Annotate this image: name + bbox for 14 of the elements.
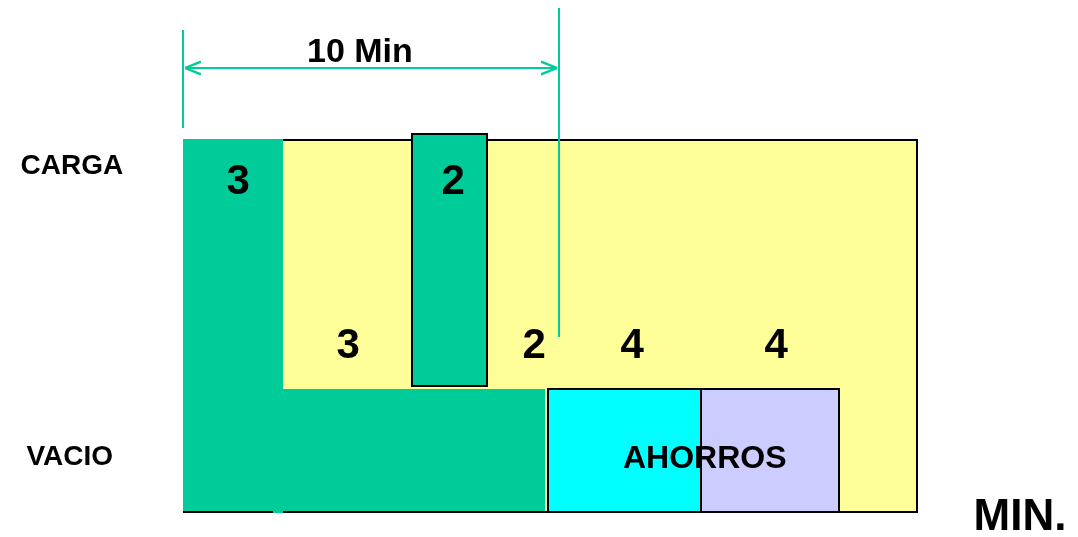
bar-value: 4	[620, 323, 644, 365]
bar-value: 3	[336, 323, 360, 365]
bar-value: 2	[441, 159, 465, 201]
dimension-label: 10 Min	[307, 33, 413, 67]
axis-label: CARGA	[20, 151, 124, 179]
bar-value: 3	[226, 159, 250, 201]
chart-area	[183, 139, 918, 513]
bar-value: 4	[764, 323, 788, 365]
bar-column	[183, 139, 283, 513]
axis-label: VACIO	[26, 442, 114, 470]
bar-value: 2	[522, 323, 546, 365]
savings-bar	[547, 388, 840, 513]
axis-unit-label: MIN.	[973, 493, 1067, 537]
bar-band	[283, 389, 545, 511]
